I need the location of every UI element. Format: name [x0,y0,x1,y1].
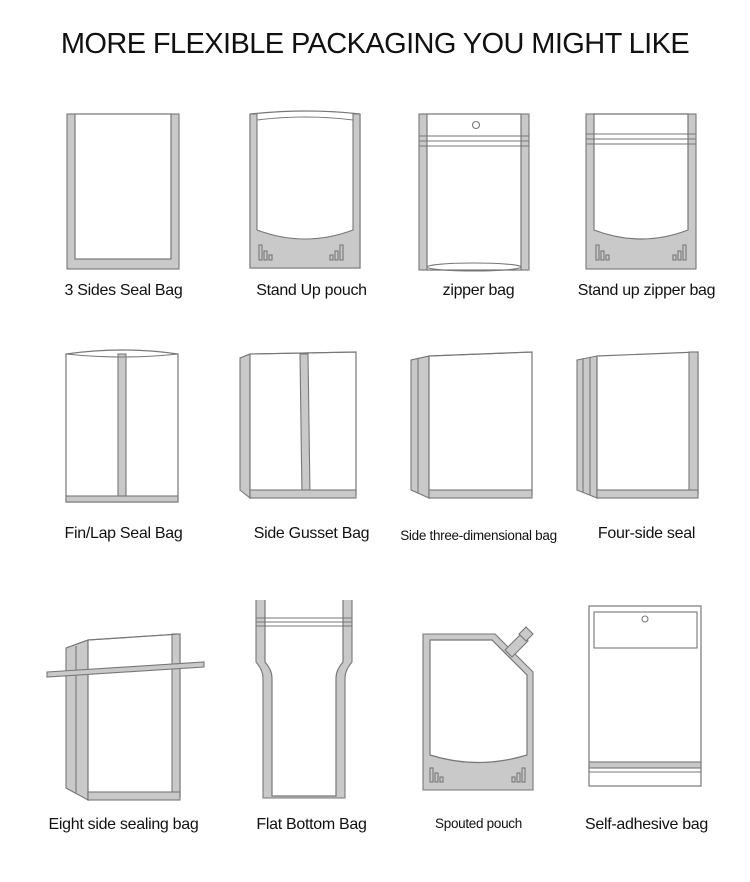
product-label: Side three-dimensional bag [400,528,557,543]
product-label: Stand up zipper bag [577,282,716,299]
side-gusset-bag-icon [239,351,357,500]
page-title: MORE FLEXIBLE PACKAGING YOU MIGHT LIKE [60,28,690,60]
product-label: Spouted pouch [435,816,522,831]
side-three-dimensional-bag-icon [410,351,533,499]
product-label: Self-adhesive bag [585,816,708,833]
flat-bottom-bag-icon [255,600,353,799]
product-label: Side Gusset Bag [253,525,370,542]
three-side-seal-bag-icon [66,113,180,270]
product-label: zipper bag [442,282,515,299]
product-label: Eight side sealing bag [48,816,199,833]
zipper-bag-icon [418,113,530,272]
stand-up-pouch-icon [249,110,361,269]
product-label: Fin/Lap Seal Bag [64,525,183,542]
four-side-seal-bag-icon [576,351,699,499]
fin-lap-seal-bag-icon [65,349,179,503]
product-label: Flat Bottom Bag [256,816,367,833]
stand-up-zipper-bag-icon [585,113,697,270]
product-label: Four-side seal [597,525,696,542]
product-label: Stand Up pouch [256,282,367,299]
self-adhesive-bag-icon [588,605,702,787]
product-label: 3 Sides Seal Bag [64,282,183,299]
spouted-pouch-icon [422,626,534,791]
eight-side-sealing-bag-icon [46,633,205,801]
